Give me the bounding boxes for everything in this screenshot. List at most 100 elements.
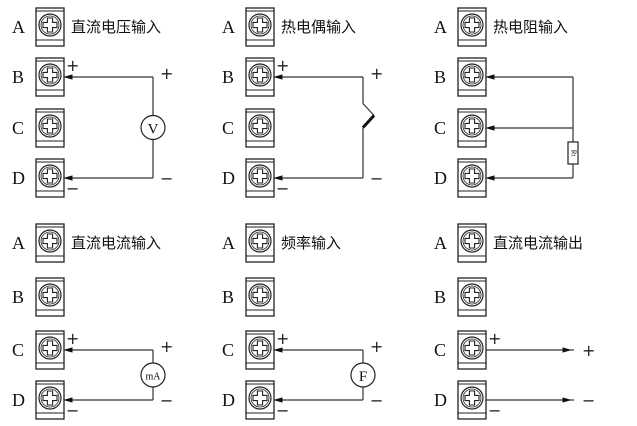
terminal-label-C: C (434, 118, 446, 138)
thermocouple-junction-thin (362, 103, 375, 116)
terminal-label-B: B (12, 67, 24, 87)
screw-slot-icon (464, 118, 480, 134)
screw-slot-icon (464, 168, 480, 184)
screw-inner-ring (40, 388, 60, 408)
meter-symbol: mA (146, 371, 162, 382)
screw-inner-ring (462, 65, 482, 85)
screw-slot-icon (464, 17, 480, 33)
screw-slot-icon (252, 390, 268, 406)
arrow-head-icon (273, 74, 283, 80)
arrow-head-icon (485, 125, 495, 131)
screw-slot-icon (252, 67, 268, 83)
output-plus-sign: + (582, 341, 595, 360)
meter-symbol: V (148, 122, 159, 138)
panel-title: 热电阻输入 (493, 18, 568, 36)
screw-slot-icon (42, 233, 58, 249)
arrow-head-icon (273, 397, 283, 403)
source-minus-sign: − (160, 391, 173, 410)
terminal-label-D: D (434, 168, 447, 188)
screw-slot-icon (464, 67, 480, 83)
source-plus-sign: + (160, 337, 173, 356)
terminal-label-D: D (222, 168, 235, 188)
screw-slot-icon (42, 340, 58, 356)
terminal-label-A: A (12, 233, 25, 253)
source-minus-sign: − (370, 169, 383, 188)
screw-inner-ring (462, 338, 482, 358)
plus-sign: + (488, 329, 501, 348)
terminal-label-C: C (12, 340, 24, 360)
arrow-head-icon (485, 175, 495, 181)
terminal-label-C: C (12, 118, 24, 138)
screw-inner-ring (462, 15, 482, 35)
screw-slot-icon (464, 340, 480, 356)
plus-sign: + (66, 56, 79, 75)
screw-slot-icon (42, 168, 58, 184)
minus-sign: − (66, 179, 79, 198)
terminal-label-B: B (222, 287, 234, 307)
screw-slot-icon (464, 233, 480, 249)
thermocouple-icon (361, 114, 376, 129)
terminal-label-A: A (434, 17, 447, 37)
source-plus-sign: + (370, 64, 383, 83)
screw-slot-icon (252, 168, 268, 184)
terminal-label-A: A (12, 17, 25, 37)
screw-inner-ring (462, 388, 482, 408)
screw-inner-ring (250, 285, 270, 305)
screw-slot-icon (42, 287, 58, 303)
arrow-head-icon (562, 397, 572, 403)
screw-inner-ring (250, 116, 270, 136)
terminal-label-A: A (222, 233, 235, 253)
screw-inner-ring (40, 15, 60, 35)
screw-slot-icon (42, 17, 58, 33)
meter-icon (140, 114, 166, 141)
plus-sign: + (276, 56, 289, 75)
plus-sign: + (276, 329, 289, 348)
minus-sign: − (276, 401, 289, 420)
screw-slot-icon (252, 118, 268, 134)
screw-inner-ring (40, 285, 60, 305)
screw-slot-icon (464, 287, 480, 303)
meter-icon (140, 362, 166, 388)
source-minus-sign: − (160, 169, 173, 188)
screw-inner-ring (462, 231, 482, 251)
terminal-label-D: D (12, 390, 25, 410)
minus-sign: − (66, 401, 79, 420)
terminal-label-C: C (222, 340, 234, 360)
source-plus-sign: + (370, 337, 383, 356)
arrow-head-icon (63, 347, 73, 353)
screw-inner-ring (40, 65, 60, 85)
screw-inner-ring (250, 15, 270, 35)
panel-title: 直流电压输入 (71, 18, 161, 36)
minus-sign: − (276, 179, 289, 198)
meter-symbol: F (359, 369, 367, 385)
terminal-label-A: A (222, 17, 235, 37)
screw-slot-icon (42, 390, 58, 406)
meter-icon (350, 362, 376, 388)
arrow-head-icon (63, 74, 73, 80)
terminal-label-A: A (434, 233, 447, 253)
screw-inner-ring (462, 116, 482, 136)
screw-inner-ring (250, 166, 270, 186)
screw-inner-ring (250, 388, 270, 408)
panel-title: 热电偶输入 (281, 18, 356, 36)
terminal-label-B: B (222, 67, 234, 87)
terminal-label-D: D (434, 390, 447, 410)
screw-inner-ring (250, 231, 270, 251)
screw-slot-icon (252, 233, 268, 249)
terminal-label-C: C (434, 340, 446, 360)
arrow-head-icon (63, 175, 73, 181)
arrow-head-icon (562, 347, 572, 353)
arrow-head-icon (485, 74, 495, 80)
minus-sign: − (488, 401, 501, 420)
screw-slot-icon (252, 17, 268, 33)
arrow-head-icon (273, 347, 283, 353)
terminal-label-D: D (222, 390, 235, 410)
terminal-label-B: B (434, 287, 446, 307)
arrow-head-icon (63, 397, 73, 403)
output-minus-sign: − (582, 391, 595, 410)
